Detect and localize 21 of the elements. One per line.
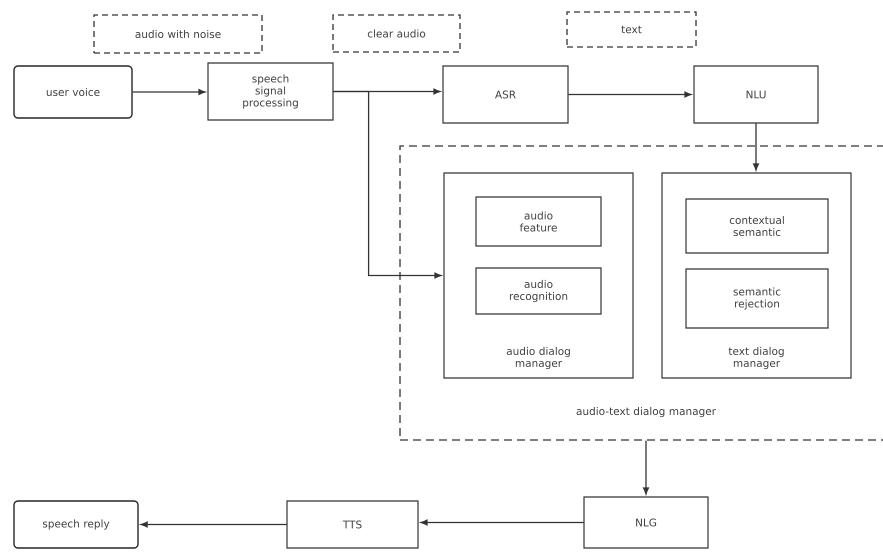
arrow <box>753 124 759 170</box>
arrow <box>568 92 692 98</box>
process-box: TTS <box>286 500 419 549</box>
process-box: ASR <box>442 65 569 124</box>
terminal-box: speech reply <box>13 500 139 549</box>
process-box: NLU <box>693 65 819 124</box>
arrow <box>420 520 584 526</box>
annotation-box: text <box>566 11 697 48</box>
arrow <box>140 522 286 528</box>
component-box: contextual semantic <box>685 198 829 254</box>
arrow <box>643 440 649 494</box>
component-box: semantic rejection <box>685 268 829 329</box>
terminal-box: user voice <box>13 65 133 119</box>
annotation-box: clear audio <box>332 14 461 53</box>
component-box: audio feature <box>475 196 602 247</box>
process-box: NLG <box>583 496 709 549</box>
annotation-box: audio with noise <box>93 14 263 54</box>
arrow <box>132 89 206 95</box>
process-box: speech signal processing <box>207 62 334 121</box>
component-box: audio recognition <box>475 267 602 315</box>
arrow <box>334 90 442 278</box>
